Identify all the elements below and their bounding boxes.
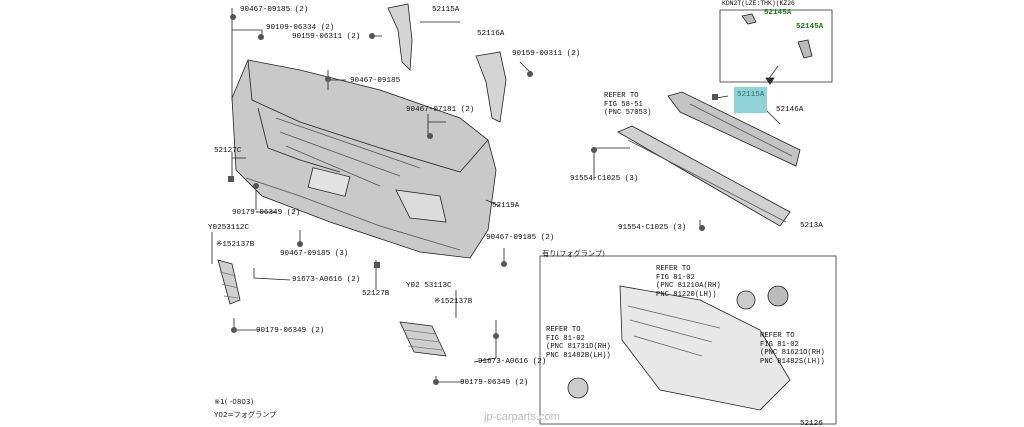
ref-line: FIG 81-02 xyxy=(656,273,695,282)
part-label-91554-C1025-a[interactable]: 91554-C1025 (3) xyxy=(570,175,639,183)
part-label-52119A[interactable]: 52119A xyxy=(492,202,520,210)
clip-icon xyxy=(493,333,499,339)
bolt-icon xyxy=(258,34,264,40)
reinforcement-5213A-shape xyxy=(617,125,791,227)
ref-line: REFER TO xyxy=(546,326,581,334)
absorber-52146A-shape xyxy=(667,91,801,167)
footnote-2: Y02=フォグランプ xyxy=(214,410,277,419)
clip-icon xyxy=(427,133,433,139)
clip-icon xyxy=(253,183,259,189)
ref-line: FIG 58-51 xyxy=(604,100,643,109)
clip-icon xyxy=(712,94,718,100)
part-label-90179-06349-c[interactable]: 90179-06349 (2) xyxy=(460,379,529,387)
bumper-cover-shape xyxy=(231,59,497,259)
part-label-91673-A0616-b[interactable]: 91673-A0616 (2) xyxy=(478,358,547,366)
ref-line: REFER TO xyxy=(604,92,639,100)
clip-icon xyxy=(374,262,380,268)
part-label-52115A-highlighted[interactable]: 52115A xyxy=(734,87,768,113)
bracket-52116A-shape xyxy=(475,51,507,123)
part-label-52127B[interactable]: 52127B xyxy=(362,290,390,298)
part-label-52146A[interactable]: 52146A xyxy=(776,106,804,114)
inset-box xyxy=(719,9,833,83)
clip-icon xyxy=(325,76,331,82)
bolt-icon xyxy=(699,225,705,231)
refer-to-block-4[interactable]: REFER TO FIG 81-02 (PNC 81621O(RH) PNC 8… xyxy=(760,332,825,366)
bolt-icon xyxy=(369,33,375,39)
part-label-Y0253112C[interactable]: Y0253112C xyxy=(208,224,250,232)
part-label-5213A[interactable]: 5213A xyxy=(800,222,823,230)
part-label-90159-06311[interactable]: 90159-06311 (2) xyxy=(292,33,361,41)
ref-line: (PNC 57053) xyxy=(604,109,652,118)
bolt-icon xyxy=(230,14,236,20)
part-label-90467-09185[interactable]: 90467-09185 (2) xyxy=(240,6,309,14)
part-label-90179-06349-a[interactable]: 90179-06349 (2) xyxy=(232,209,301,217)
part-label-52145A-b[interactable]: 52145A xyxy=(796,23,824,31)
grille-center-shape xyxy=(399,321,447,357)
watermark: jp-carparts.com xyxy=(484,411,560,423)
part-label-52137B-b[interactable]: ※152137B xyxy=(434,298,473,306)
part-label-52126[interactable]: 52126 xyxy=(800,420,823,427)
part-label-91673-A0616-a[interactable]: 91673-A0616 (2) xyxy=(292,276,361,284)
part-label-52115A[interactable]: 52115A xyxy=(432,6,460,14)
ref-line: (PNC 81621O(RH) xyxy=(760,349,825,358)
clip-icon xyxy=(228,176,234,182)
refer-to-block-1[interactable]: REFER TO FIG 58-51 (PNC 57053) xyxy=(604,92,651,118)
ref-line: REFER TO xyxy=(656,265,691,273)
part-label-90159-00311[interactable]: 90159-00311 (2) xyxy=(512,50,581,58)
ref-line: (PNC 81731D(RH) xyxy=(546,343,611,352)
part-label-90467-09185-mid[interactable]: 90467-09185 xyxy=(350,77,401,85)
part-label-90467-09185-c[interactable]: 90467-09185 (2) xyxy=(486,234,555,242)
refer-to-block-3[interactable]: REFER TO FIG 81-02 (PNC 81731D(RH) PNC 8… xyxy=(546,326,611,360)
clip-icon xyxy=(231,327,237,333)
bolt-icon xyxy=(591,147,597,153)
part-label-90109-06334[interactable]: 90109-06334 (2) xyxy=(266,24,335,32)
ref-line: REFER TO xyxy=(760,332,795,340)
bracket-52115A-shape xyxy=(387,3,413,71)
ref-line: FIG 81-02 xyxy=(760,340,799,349)
part-label-90179-06349-b[interactable]: 90179-06349 (2) xyxy=(256,327,325,335)
footnote-1: ※1( -0803) xyxy=(214,397,254,406)
part-label-90467-09185-b[interactable]: 90467-09185 (3) xyxy=(280,250,349,258)
ref-line: (PNC 81210A(RH) xyxy=(656,282,721,291)
inset-top-text: KDN2T(LZE:THK)(KZ26 xyxy=(722,0,795,7)
refer-to-block-2[interactable]: REFER TO FIG 81-02 (PNC 81210A(RH) PNC 8… xyxy=(656,265,721,299)
clip-icon xyxy=(297,241,303,247)
grille-left-shape xyxy=(217,259,241,305)
fog-lamp-box xyxy=(539,255,837,425)
part-label-91554-C1025-b[interactable]: 91554-C1025 (3) xyxy=(618,224,687,232)
part-label-Y02-53113C[interactable]: Y02 53113C xyxy=(406,282,452,290)
fog-box-title: 有り(フォグランプ) xyxy=(542,249,605,258)
part-label-52116A[interactable]: 52116A xyxy=(477,30,505,38)
bolt-icon xyxy=(501,261,507,267)
ref-line: PNC 81220(LH)) xyxy=(656,290,717,299)
part-label-52137B-a[interactable]: ※152137B xyxy=(216,241,255,249)
clip-icon xyxy=(433,379,439,385)
ref-line: PNC 81482S(LH)) xyxy=(760,357,825,366)
ref-line: PNC 81482B(LH)) xyxy=(546,351,611,360)
part-label-52127C[interactable]: 52127C xyxy=(214,147,242,155)
ref-line: FIG 81-02 xyxy=(546,334,585,343)
bolt-icon xyxy=(527,71,533,77)
part-label-52145A-a[interactable]: 52145A xyxy=(764,9,792,17)
part-label-90467-07181[interactable]: 90467-07181 (2) xyxy=(406,106,475,114)
